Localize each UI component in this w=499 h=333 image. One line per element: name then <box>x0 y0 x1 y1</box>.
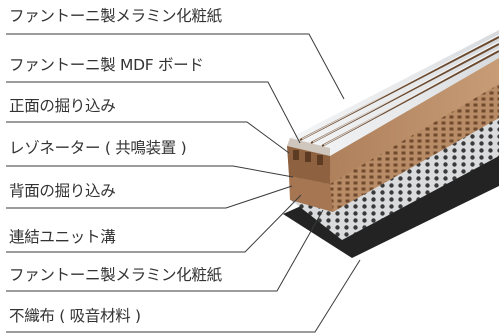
label-joint-groove: 連結ユニット溝 <box>9 228 116 246</box>
leader-6 <box>6 209 324 292</box>
label-top-melamine: ファントーニ製メラミン化粧紙 <box>9 7 222 25</box>
leader-5 <box>6 194 302 253</box>
label-back-groove: 背面の掘り込み <box>9 182 116 200</box>
leader-lines <box>6 33 361 333</box>
label-back-melamine: ファントーニ製メラミン化粧紙 <box>9 266 222 284</box>
leader-3 <box>6 165 294 178</box>
leader-4 <box>6 185 293 209</box>
leader-2 <box>6 121 290 154</box>
leader-0 <box>6 33 345 100</box>
label-nonwoven-fleece: 不織布 ( 吸音材料 ) <box>9 307 141 325</box>
label-front-groove: 正面の掘り込み <box>9 97 116 115</box>
leader-7 <box>6 259 361 333</box>
label-mdf-board: ファントーニ製 MDF ボード <box>9 56 204 74</box>
top-melamine-layer <box>290 30 499 156</box>
leader-1 <box>6 81 301 144</box>
label-resonator: レゾネーター ( 共鳴装置 ) <box>9 139 187 157</box>
